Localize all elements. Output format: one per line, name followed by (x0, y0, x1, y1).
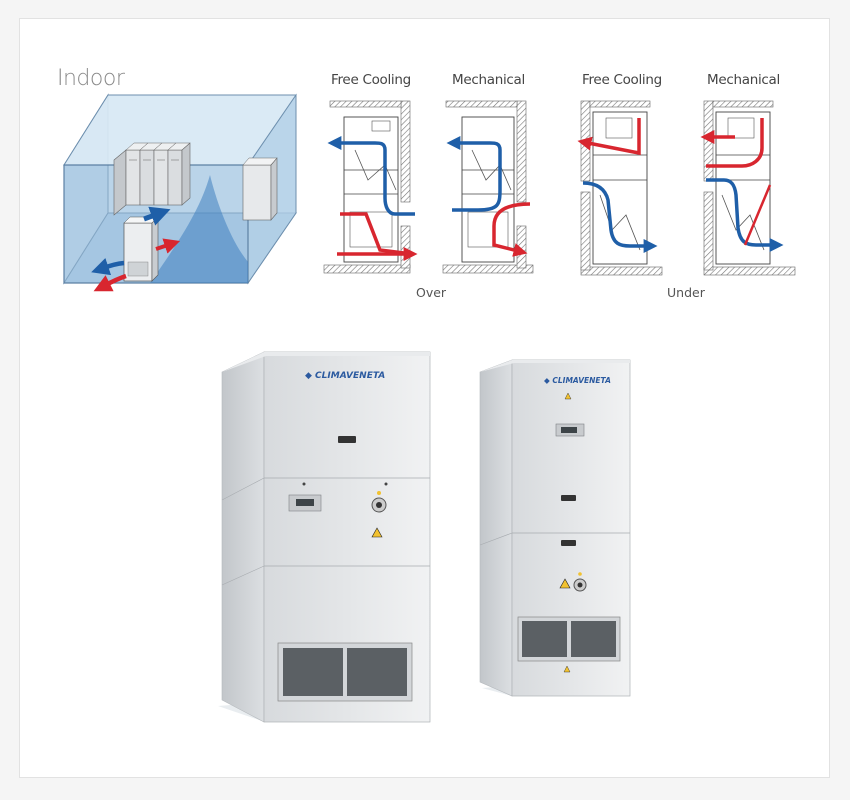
handle-small (561, 495, 576, 501)
server-racks (113, 142, 191, 216)
right-rack (242, 157, 278, 221)
room-ac-unit (123, 216, 159, 282)
diagram-under-free-cooling (577, 100, 663, 276)
product-unit-large: ◆ CLIMAVENETA (218, 351, 431, 723)
warning-icon-large (371, 527, 383, 538)
brand-logo-small: ◆ CLIMAVENETA (544, 376, 611, 385)
brand-logo-large: ◆ CLIMAVENETA (305, 371, 385, 381)
diagram-under-mechanical (700, 100, 796, 276)
diagram-label-over-mechanical: Mechanical (452, 72, 525, 88)
diagram-over-free-cooling (323, 100, 418, 274)
diagram-label-under-free-cooling: Free Cooling (582, 72, 662, 88)
diagram-label-under-mechanical: Mechanical (707, 72, 780, 88)
group-label-over: Over (416, 285, 447, 300)
diagram-over-mechanical (442, 100, 534, 274)
handle-large (338, 436, 356, 443)
group-label-under: Under (667, 285, 705, 300)
product-unit-small: ◆ CLIMAVENETA (479, 359, 631, 697)
warning-icon-small (559, 578, 571, 589)
room-isometric-illustration (63, 93, 297, 292)
indoor-title: Indoor (57, 66, 125, 91)
diagram-label-over-free-cooling: Free Cooling (331, 72, 411, 88)
